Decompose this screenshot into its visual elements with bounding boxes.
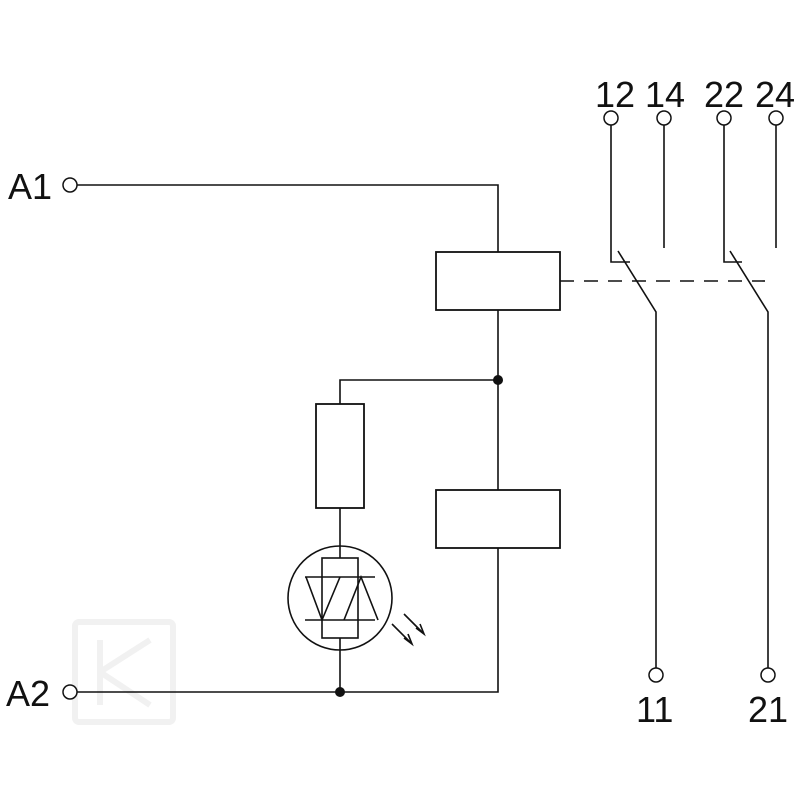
wire-led-branch bbox=[339, 379, 498, 404]
contact1-nc-wire bbox=[610, 125, 630, 263]
led-indicator bbox=[287, 545, 393, 692]
contact1-switch-arm bbox=[617, 250, 657, 668]
wire-a1 bbox=[77, 184, 499, 252]
terminal-a1 bbox=[62, 177, 78, 193]
relay-coil-upper bbox=[435, 251, 561, 311]
resistor bbox=[315, 403, 365, 509]
wire-coil-return bbox=[77, 548, 499, 693]
label-a1: A1 bbox=[8, 166, 52, 207]
label-11: 11 bbox=[636, 689, 673, 730]
terminal-21 bbox=[760, 667, 776, 683]
contact2-nc-wire bbox=[723, 125, 742, 263]
relay-coil-lower bbox=[435, 489, 561, 549]
contact2-switch-arm bbox=[729, 250, 769, 668]
junction-lower bbox=[335, 687, 345, 697]
label-21: 21 bbox=[748, 689, 788, 730]
label-24: 24 bbox=[755, 74, 795, 115]
label-12: 12 bbox=[595, 74, 635, 115]
label-22: 22 bbox=[704, 74, 744, 115]
terminal-a2 bbox=[62, 684, 78, 700]
light-emission-arrows bbox=[391, 613, 426, 647]
label-a2: A2 bbox=[6, 673, 50, 714]
terminal-11 bbox=[648, 667, 664, 683]
watermark-logo bbox=[72, 619, 176, 725]
label-14: 14 bbox=[645, 74, 685, 115]
